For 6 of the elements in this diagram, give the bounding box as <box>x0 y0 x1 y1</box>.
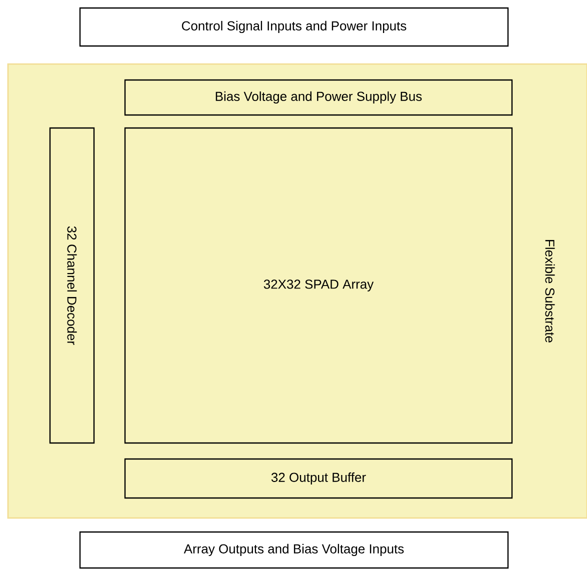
bus-box: Bias Voltage and Power Supply Bus <box>124 79 513 116</box>
array-box: 32X32 SPAD Array <box>124 127 513 444</box>
label-box: Array Outputs and Bias Voltage Inputs <box>79 531 509 569</box>
decoder-box: 32 Channel Decoder <box>49 127 95 444</box>
label-box: Control Signal Inputs and Power Inputs <box>79 7 509 47</box>
buffer-box: 32 Output Buffer <box>124 458 513 499</box>
